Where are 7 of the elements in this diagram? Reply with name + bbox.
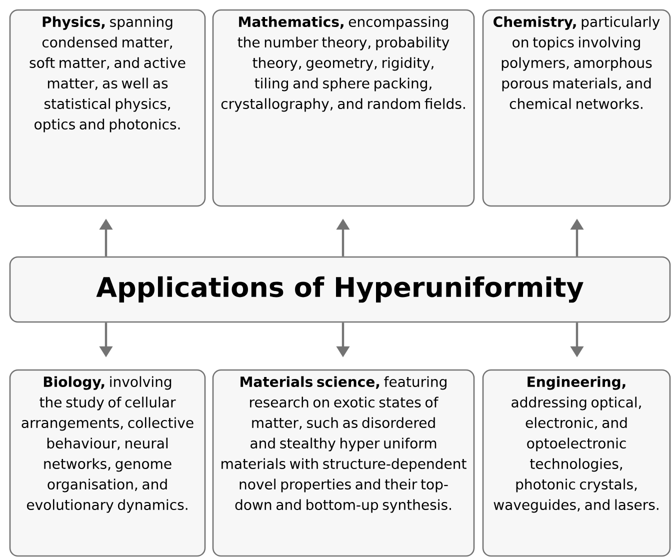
- topic-box: Biology, involving the study of cellular arrangements, collective behaviour, neural networks, genome organisation, and evolutionary dynamics.: [9, 369, 206, 557]
- topic-box: Chemistry, particularly on topics involving polymers, amorphous porous materials, and chemical networks.: [482, 9, 671, 207]
- topic-box: Engineering, addressing optical, electronic, and optoelectronic technologies, photonic crystals, waveguides, and lasers.: [482, 369, 671, 557]
- topic-box: Mathematics, encompassing the number theory, probability theory, geometry, rigidity, tiling and sphere packing, crystallography, and random fields.: [212, 9, 475, 207]
- topic-box: Physics, spanning condensed matter, soft matter, and active matter, as well as statistical physics, optics and photonics.: [9, 9, 206, 207]
- title-box: Applications of Hyperuniformity: [9, 256, 671, 323]
- topic-box: Materials science, featuring research on exotic states of matter, such as disordered and stealthy hyper uniform materials with structure-dependent novel properties and their top-down and bottom-up synthesis.: [212, 369, 475, 557]
